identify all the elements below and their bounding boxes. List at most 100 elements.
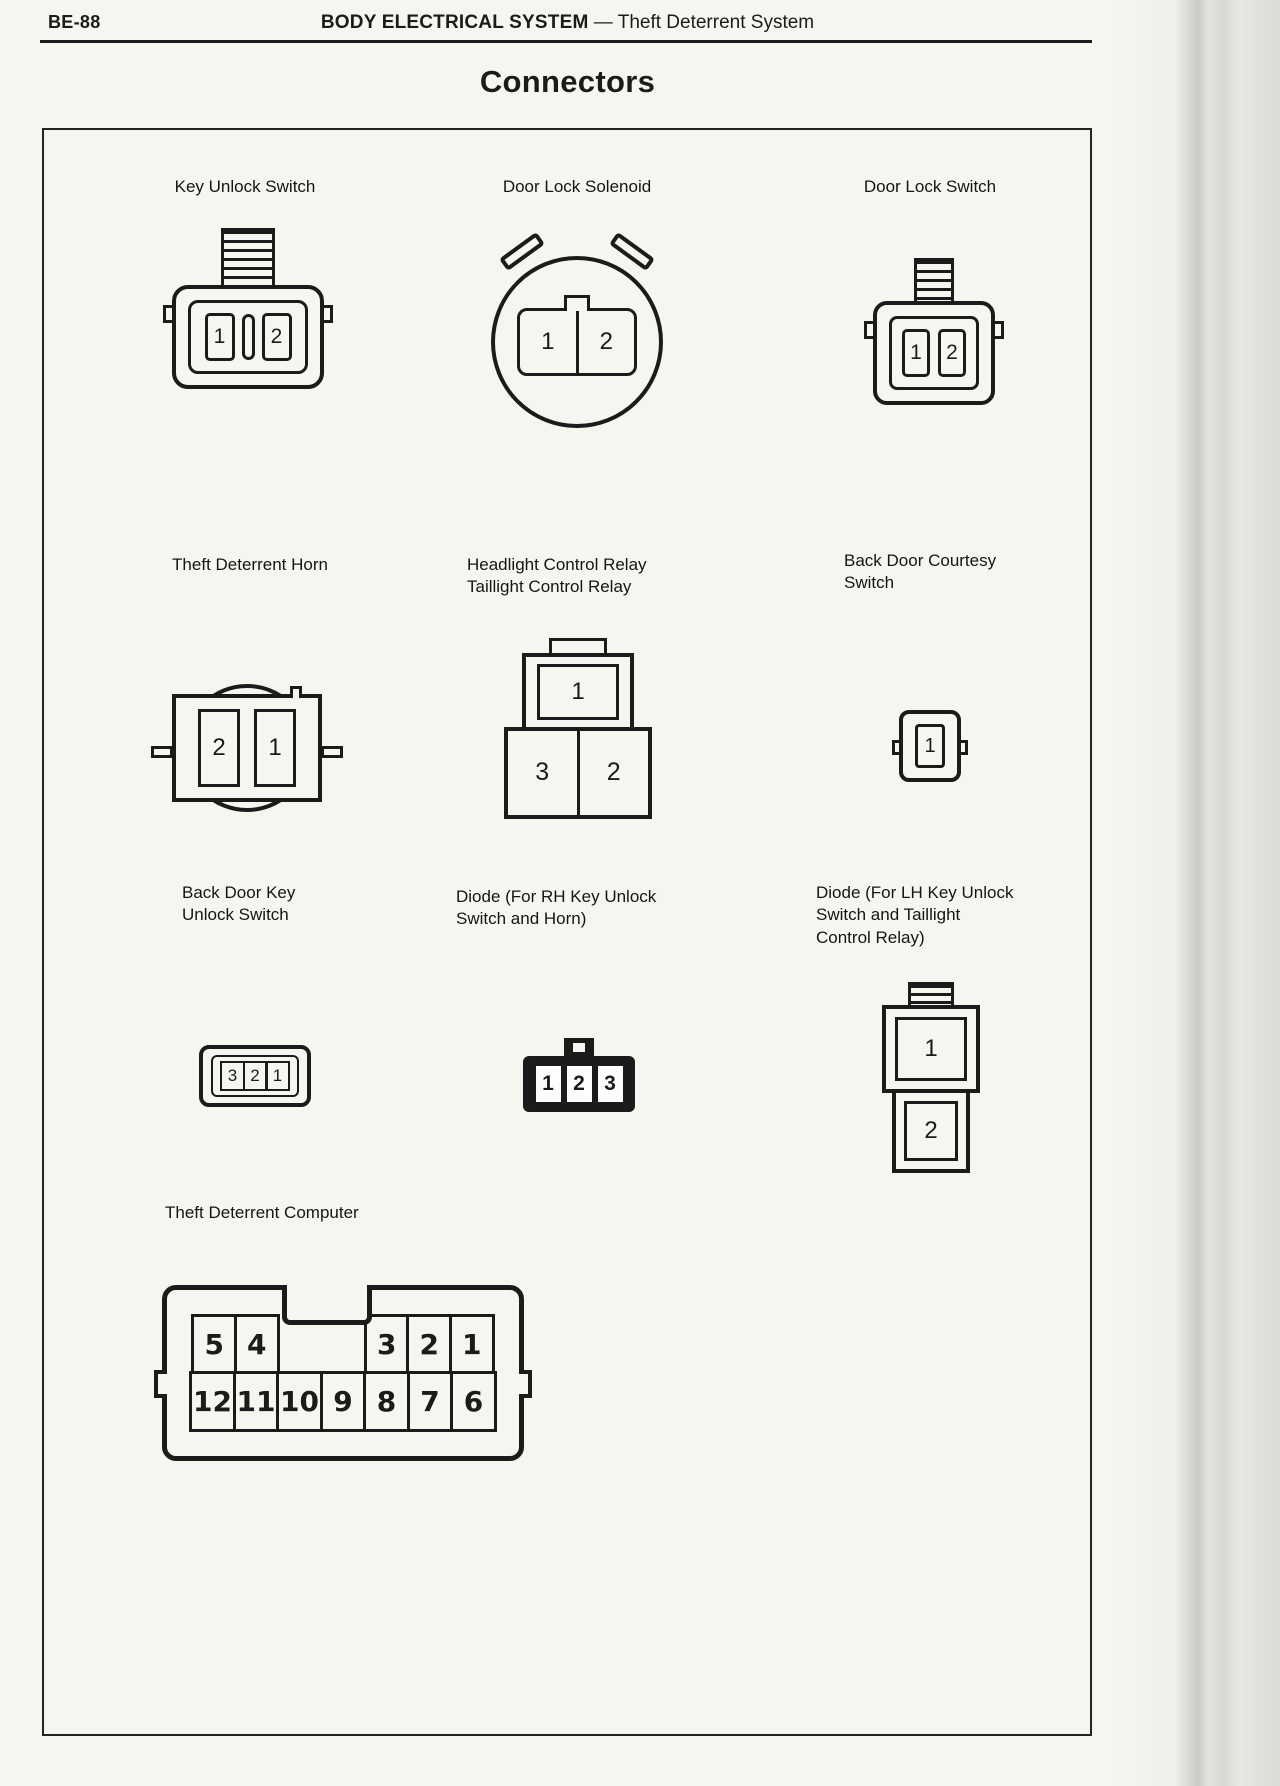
housing-circle: 1 2 (491, 256, 663, 428)
door-lock-solenoid-diagram: 1 2 (489, 231, 665, 432)
label-diode-rh: Diode (For RH Key Unlock Switch and Horn… (456, 886, 736, 931)
label-line-2: Taillight Control Relay (467, 577, 632, 597)
label-back-door-courtesy-switch: Back Door Courtesy Switch (844, 550, 1084, 595)
pin-10: 10 (276, 1371, 323, 1433)
connectors-panel: Key Unlock Switch Door Lock Solenoid Doo… (42, 128, 1092, 1736)
lock-tab-left (163, 305, 175, 323)
label-line-2: Unlock Switch (182, 905, 289, 925)
pin-2: 2 (576, 730, 649, 815)
terminal-face: 1 2 (889, 316, 979, 390)
theft-deterrent-computer-diagram: 5 4 3 2 1 12 11 10 9 8 7 6 (154, 1285, 532, 1461)
pin-2: 2 (566, 1066, 592, 1102)
pin-3: 3 (363, 1313, 410, 1375)
section-title: Connectors (479, 64, 656, 99)
label-diode-lh: Diode (For LH Key Unlock Switch and Tail… (816, 882, 1096, 949)
label-back-door-key-unlock-switch: Back Door Key Unlock Switch (182, 882, 422, 927)
pin-1: 1 (915, 724, 945, 768)
pin-1: 1 (895, 1016, 967, 1081)
pin-row-top: 5 4 3 2 1 (191, 1313, 495, 1375)
lower-housing: 3 2 (504, 726, 652, 819)
pin-2: 2 (575, 311, 635, 373)
housing-notch (290, 686, 302, 698)
label-key-unlock-switch: Key Unlock Switch (174, 177, 316, 196)
pin-row-bottom: 12 11 10 9 8 7 6 (189, 1371, 497, 1433)
pin-12: 12 (189, 1371, 236, 1433)
keyway-tab (564, 295, 590, 311)
terminal-face: 2 1 (151, 686, 343, 802)
keyway (241, 314, 255, 360)
lock-tab-right (321, 305, 333, 323)
connector-body: 2 1 (151, 678, 343, 820)
pin-7: 7 (406, 1371, 454, 1433)
label-line-1: Headlight Control Relay (467, 555, 647, 574)
wire-boot (221, 228, 275, 288)
pin-1: 1 (204, 313, 235, 361)
connector-body: 1 2 3 (523, 1056, 635, 1112)
connector-body: 5 4 3 2 1 12 11 10 9 8 7 6 (154, 1285, 532, 1461)
terminal-face: 1 2 (188, 300, 308, 374)
pin-1: 1 (537, 663, 619, 720)
connector-body: 1 2 (864, 301, 1004, 405)
back-door-key-unlock-switch-diagram: 3 2 1 (199, 1045, 311, 1107)
header-rule (40, 40, 1092, 43)
terminal-face: 1 2 (517, 295, 637, 376)
upper-housing: 1 (882, 1004, 980, 1093)
label-door-lock-solenoid: Door Lock Solenoid (502, 177, 652, 196)
pin-3: 3 (597, 1066, 623, 1102)
header-title: BODY ELECTRICAL SYSTEM — Theft Deterrent… (0, 12, 1135, 34)
label-theft-deterrent-horn: Theft Deterrent Horn (172, 555, 328, 574)
header-title-main: BODY ELECTRICAL SYSTEM (320, 12, 589, 33)
lock-tab-left (892, 740, 902, 755)
housing-tab-left (154, 1370, 167, 1398)
label-door-lock-switch: Door Lock Switch (863, 177, 997, 196)
keyway-tab (564, 1038, 594, 1060)
label-line-2: Switch and Taillight (816, 905, 961, 925)
pin-9: 9 (319, 1371, 367, 1433)
pin-5: 5 (191, 1313, 238, 1375)
upper-housing: 1 (522, 652, 634, 731)
key-unlock-switch-diagram: 1 2 (163, 228, 333, 389)
housing-notch (282, 1285, 372, 1325)
terminal-face: 3 2 1 (211, 1055, 299, 1097)
pin-6: 6 (450, 1371, 497, 1433)
wire-boot (914, 258, 954, 304)
pin-2: 2 (242, 1061, 268, 1091)
pin-2: 2 (904, 1100, 958, 1161)
headlight-taillight-relay-diagram: 1 3 2 (503, 638, 653, 819)
lock-tab-left (864, 321, 876, 339)
pin-3: 3 (535, 758, 550, 786)
lock-tab-right (992, 321, 1004, 339)
pin-1: 1 (265, 1061, 290, 1091)
pin-4: 4 (233, 1313, 280, 1375)
connector-body: 3 2 1 (199, 1045, 311, 1107)
diode-lh-diagram: 1 2 (876, 982, 986, 1173)
label-line-1: Back Door Courtesy (844, 551, 997, 570)
mount-prong-right (321, 746, 343, 758)
diode-rh-diagram: 1 2 3 (519, 1038, 639, 1112)
pin-2: 2 (198, 709, 240, 787)
label-line-1: Back Door Key (182, 883, 296, 902)
connector-body: 1 2 (163, 285, 333, 389)
housing-tab-right (519, 1370, 532, 1398)
lower-housing: 2 (892, 1088, 970, 1173)
label-headlight-taillight-relay: Headlight Control Relay Taillight Contro… (467, 554, 767, 599)
pin-1: 1 (535, 1066, 561, 1102)
back-door-courtesy-switch-diagram: 1 (892, 710, 968, 782)
pin-3: 3 (220, 1061, 245, 1091)
pin-2: 2 (938, 329, 966, 377)
label-line-1: Diode (For RH Key Unlock (456, 887, 657, 906)
pin-1: 1 (448, 1313, 495, 1375)
lock-tab-right (958, 740, 968, 755)
pin-1: 1 (254, 709, 296, 787)
pin-11: 11 (232, 1371, 280, 1433)
label-line-1: Diode (For LH Key Unlock (816, 883, 1014, 902)
scanned-page-edge (1110, 0, 1280, 1786)
label-theft-deterrent-computer: Theft Deterrent Computer (165, 1203, 359, 1222)
keyway-slot (573, 1043, 585, 1052)
label-line-3: Control Relay) (816, 927, 925, 947)
header-title-sub: — Theft Deterrent System (593, 12, 815, 33)
label-line-2: Switch and Horn) (456, 909, 587, 929)
pin-1: 1 (541, 328, 555, 355)
pin-2: 2 (406, 1313, 453, 1375)
pin-1: 1 (902, 329, 930, 377)
